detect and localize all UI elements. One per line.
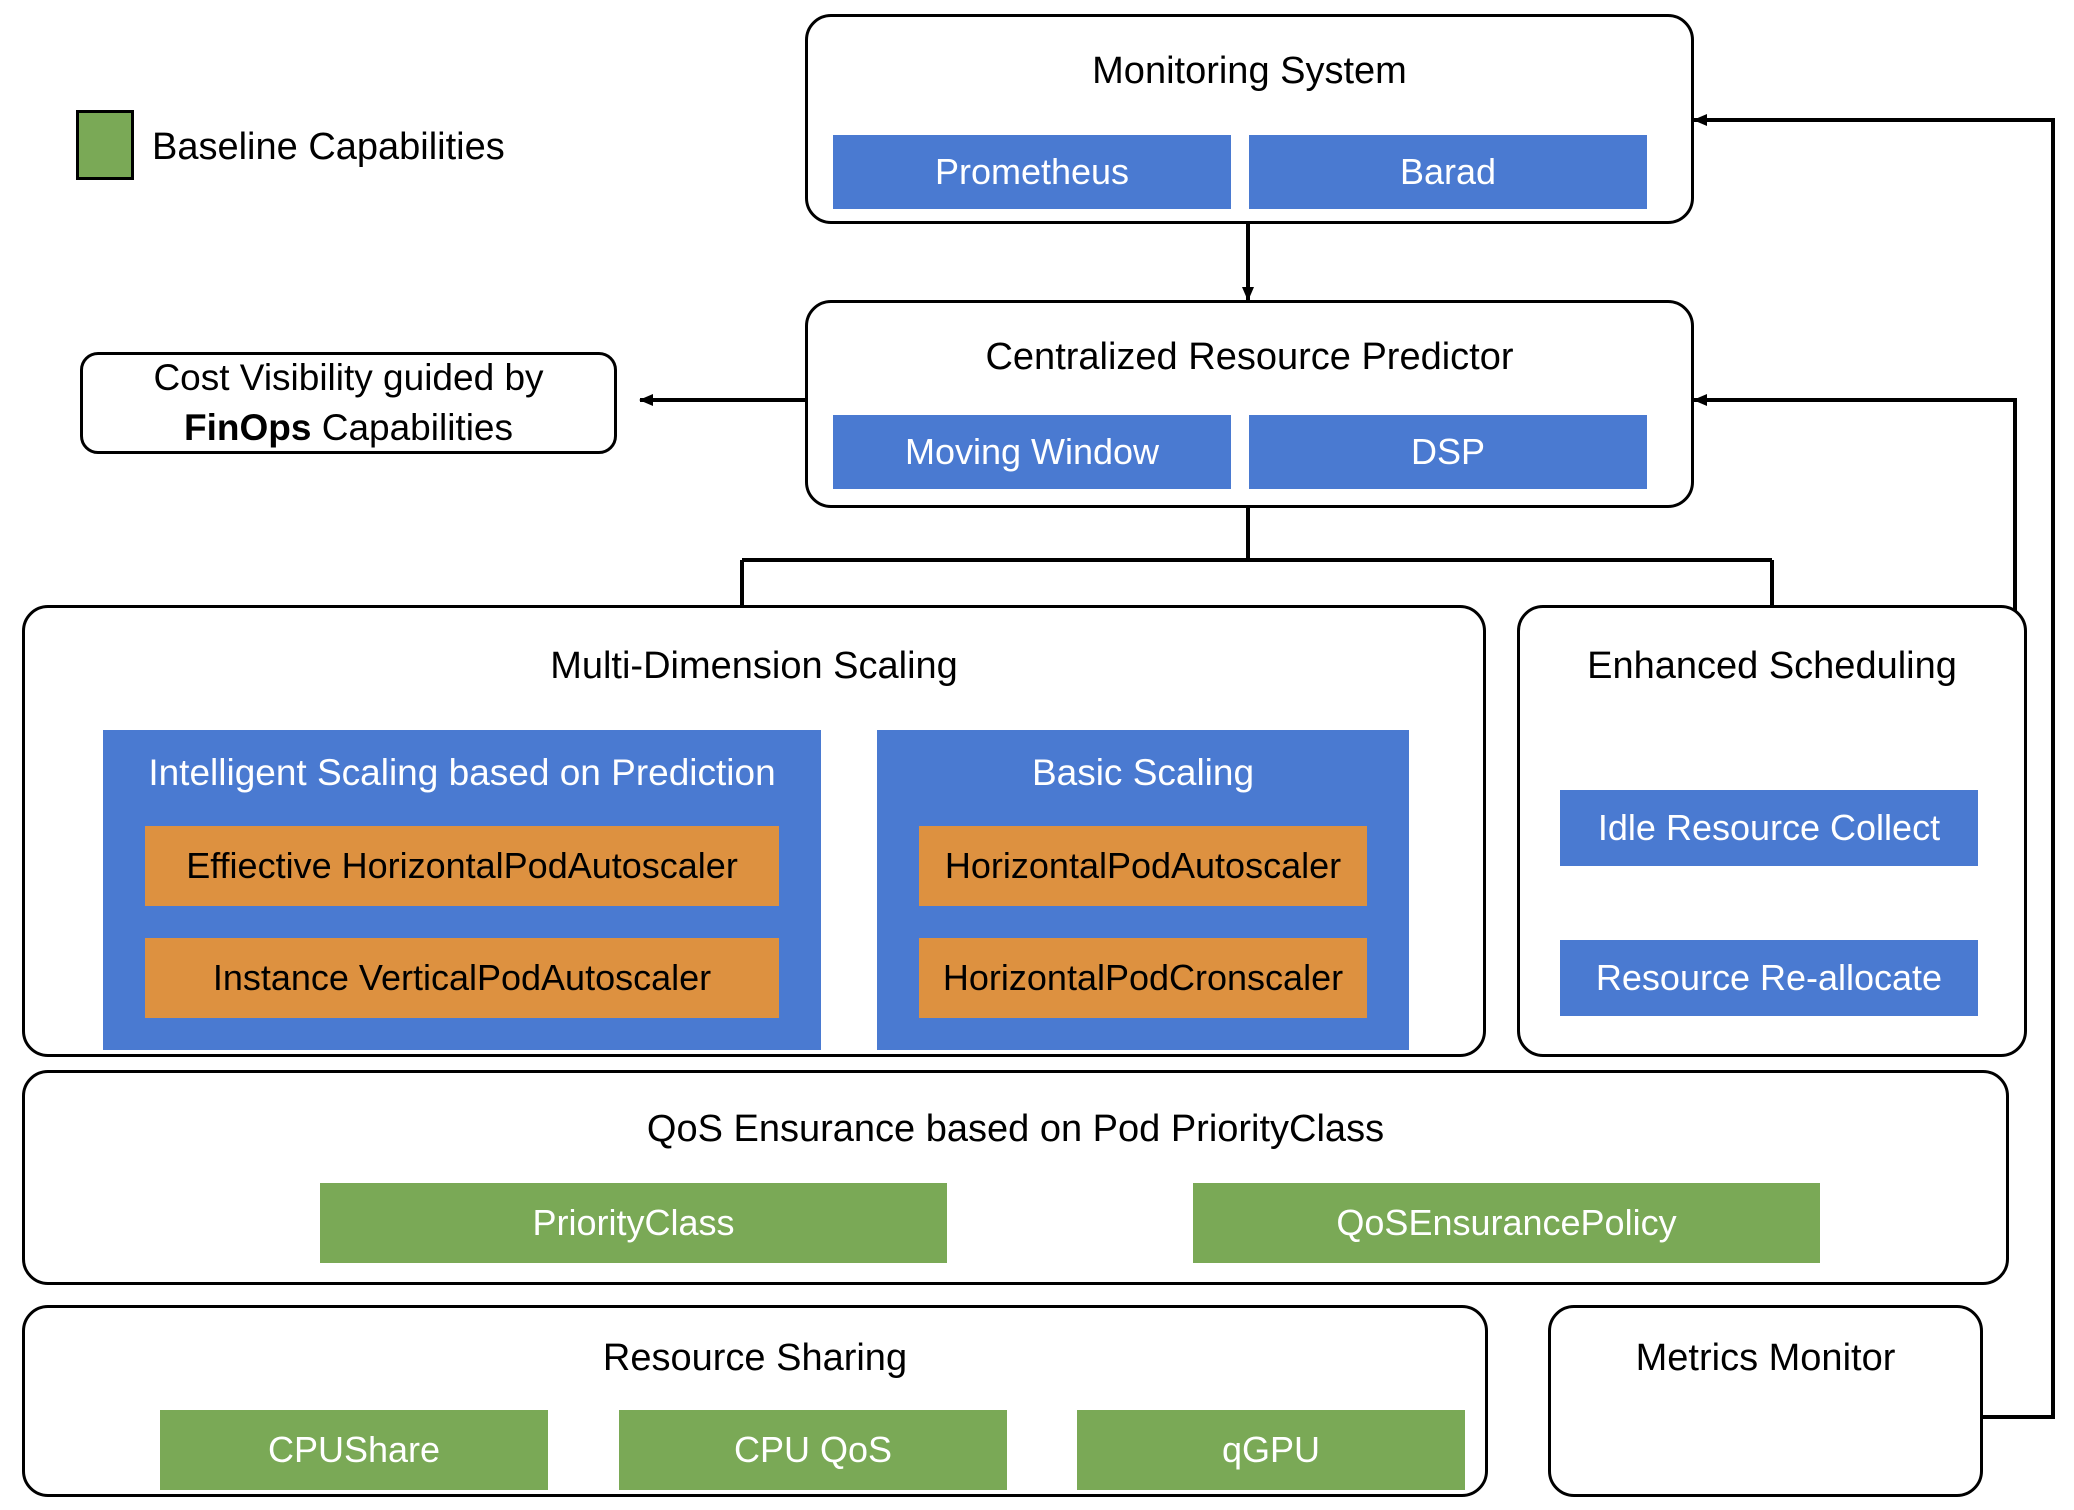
resource-sharing-title: Resource Sharing [602, 1337, 908, 1379]
cost-visibility-line-2: FinOps Capabilities [184, 403, 513, 453]
cost-visibility-capabilities-text: Capabilities [311, 407, 513, 448]
centralized-resource-predictor-box[interactable]: Centralized Resource Predictor Moving Wi… [805, 300, 1694, 508]
chip-instance-verticalpodautoscaler[interactable]: Instance VerticalPodAutoscaler [145, 938, 779, 1018]
centralized-resource-predictor-title: Centralized Resource Predictor [985, 336, 1514, 378]
chip-horizontalpodautoscaler[interactable]: HorizontalPodAutoscaler [919, 826, 1367, 906]
panel-intelligent-scaling[interactable]: Intelligent Scaling based on Prediction … [103, 730, 821, 1050]
chip-prometheus[interactable]: Prometheus [833, 135, 1231, 209]
multi-dimension-scaling-title: Multi-Dimension Scaling [550, 645, 958, 687]
multi-dimension-scaling-box[interactable]: Multi-Dimension Scaling Intelligent Scal… [22, 605, 1486, 1057]
metrics-monitor-title: Metrics Monitor [1635, 1337, 1896, 1379]
panel-intelligent-scaling-title: Intelligent Scaling based on Prediction [148, 752, 776, 793]
chip-moving-window[interactable]: Moving Window [833, 415, 1231, 489]
cost-visibility-finops-bold: FinOps [183, 407, 312, 448]
legend-swatch-baseline [76, 110, 134, 180]
cost-visibility-box[interactable]: Cost Visibility guided by FinOps Capabil… [80, 352, 617, 454]
chip-priorityclass[interactable]: PriorityClass [320, 1183, 947, 1263]
resource-sharing-box[interactable]: Resource Sharing CPUShare CPU QoS qGPU [22, 1305, 1488, 1497]
chip-qgpu[interactable]: qGPU [1077, 1410, 1465, 1490]
panel-basic-scaling-title: Basic Scaling [1031, 752, 1255, 793]
chip-horizontalpodcronscaler[interactable]: HorizontalPodCronscaler [919, 938, 1367, 1018]
legend-label-baseline: Baseline Capabilities [152, 126, 505, 168]
chip-qosensurancepolicy[interactable]: QoSEnsurancePolicy [1193, 1183, 1820, 1263]
chip-effiective-horizontalpodautoscaler[interactable]: Effiective HorizontalPodAutoscaler [145, 826, 779, 906]
chip-idle-resource-collect[interactable]: Idle Resource Collect [1560, 790, 1978, 866]
chip-barad[interactable]: Barad [1249, 135, 1647, 209]
monitoring-system-box[interactable]: Monitoring System Prometheus Barad [805, 14, 1694, 224]
monitoring-system-title: Monitoring System [1092, 50, 1407, 92]
enhanced-scheduling-box[interactable]: Enhanced Scheduling Idle Resource Collec… [1517, 605, 2027, 1057]
chip-cpu-qos[interactable]: CPU QoS [619, 1410, 1007, 1490]
enhanced-scheduling-title: Enhanced Scheduling [1587, 645, 1957, 687]
qos-ensurance-title: QoS Ensurance based on Pod PriorityClass [646, 1108, 1385, 1150]
chip-cpushare[interactable]: CPUShare [160, 1410, 548, 1490]
panel-basic-scaling[interactable]: Basic Scaling HorizontalPodAutoscaler Ho… [877, 730, 1409, 1050]
cost-visibility-line-1: Cost Visibility guided by [153, 357, 544, 398]
metrics-monitor-box[interactable]: Metrics Monitor [1548, 1305, 1983, 1497]
chip-resource-re-allocate[interactable]: Resource Re-allocate [1560, 940, 1978, 1016]
qos-ensurance-box[interactable]: QoS Ensurance based on Pod PriorityClass… [22, 1070, 2009, 1285]
chip-dsp[interactable]: DSP [1249, 415, 1647, 489]
